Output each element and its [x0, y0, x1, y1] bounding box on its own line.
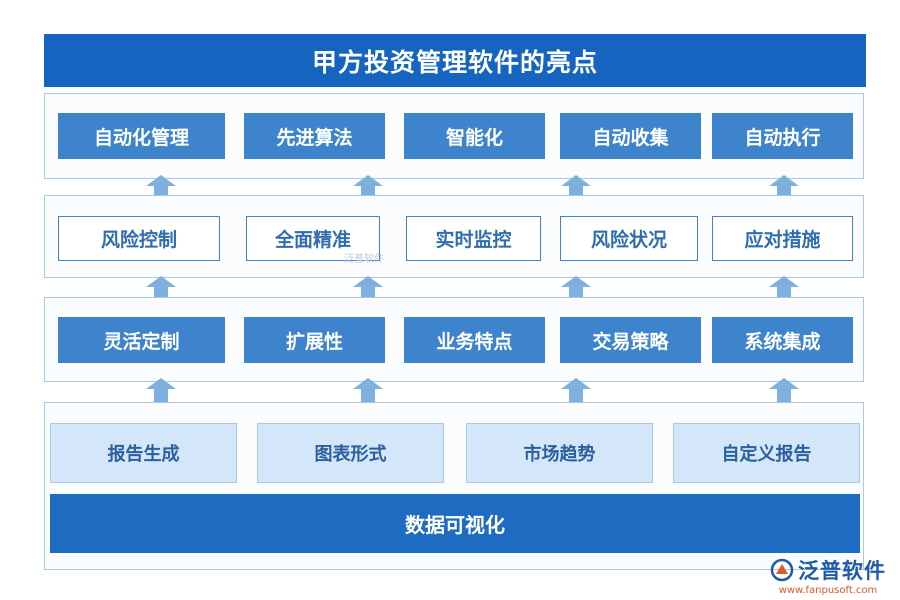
page-title: 甲方投资管理软件的亮点	[44, 34, 866, 87]
feature-box-system-integration: 系统集成	[712, 317, 853, 363]
up-arrow-icon	[561, 175, 591, 199]
feature-box-automation: 自动化管理	[58, 113, 225, 159]
feature-box-flexible-custom: 灵活定制	[58, 317, 225, 363]
brand-logo-icon	[770, 558, 794, 582]
up-arrow-icon	[146, 276, 176, 300]
feature-box-realtime-monitor: 实时监控	[406, 216, 541, 261]
up-arrow-icon	[561, 378, 591, 402]
feature-box-intelligent: 智能化	[404, 113, 545, 159]
feature-box-risk-status: 风险状况	[560, 216, 698, 261]
feature-box-auto-execute: 自动执行	[712, 113, 853, 159]
base-bar-data-visualization: 数据可视化	[50, 494, 860, 553]
watermark-text: 泛普软件	[344, 254, 384, 265]
feature-box-business-traits: 业务特点	[404, 317, 545, 363]
feature-box-countermeasures: 应对措施	[712, 216, 853, 261]
up-arrow-icon	[353, 175, 383, 199]
feature-box-auto-collect: 自动收集	[560, 113, 701, 159]
up-arrow-icon	[769, 378, 799, 402]
feature-box-risk-control: 风险控制	[58, 216, 220, 261]
up-arrow-icon	[353, 378, 383, 402]
up-arrow-icon	[561, 276, 591, 300]
up-arrow-icon	[353, 276, 383, 300]
brand-url: www.fanpusoft.com	[778, 585, 878, 596]
feature-box-comprehensive: 全面精准	[246, 216, 380, 261]
feature-box-algorithm: 先进算法	[244, 113, 385, 159]
feature-box-report-generation: 报告生成	[50, 423, 237, 483]
feature-box-market-trend: 市场趋势	[466, 423, 653, 483]
up-arrow-icon	[146, 378, 176, 402]
feature-box-chart-format: 图表形式	[257, 423, 444, 483]
feature-box-trading-strategy: 交易策略	[560, 317, 701, 363]
up-arrow-icon	[146, 175, 176, 199]
feature-box-custom-report: 自定义报告	[673, 423, 860, 483]
feature-box-extensibility: 扩展性	[244, 317, 385, 363]
brand-logo: 泛普软件 www.fanpusoft.com	[770, 555, 886, 596]
up-arrow-icon	[769, 175, 799, 199]
up-arrow-icon	[769, 276, 799, 300]
brand-name: 泛普软件	[798, 559, 886, 583]
